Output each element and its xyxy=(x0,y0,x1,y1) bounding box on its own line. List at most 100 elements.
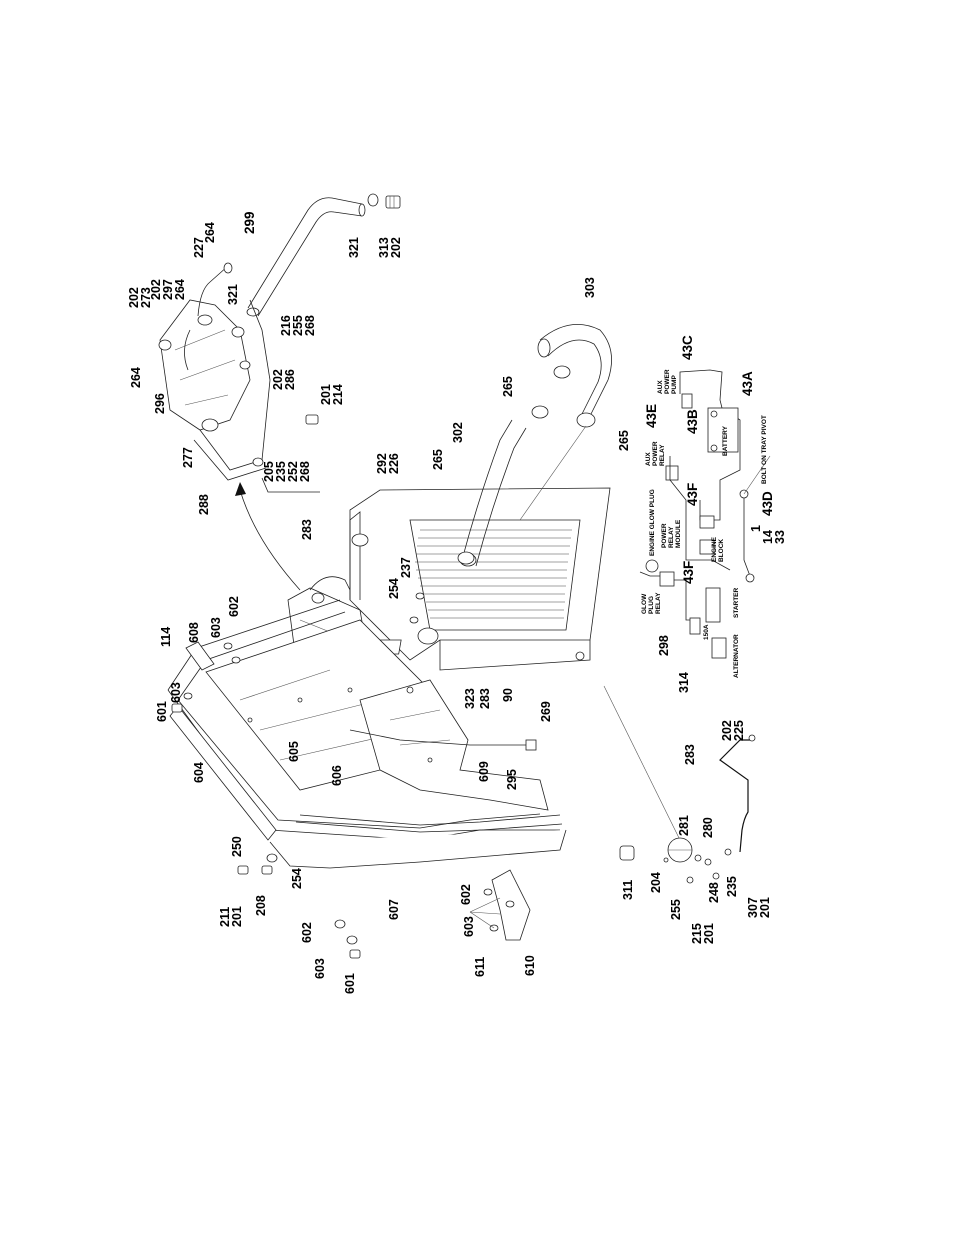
callout-43F: 43F xyxy=(681,561,696,584)
callout-602: 602 xyxy=(459,884,473,905)
label-starter: STARTER xyxy=(733,587,740,618)
callout-602: 602 xyxy=(227,596,241,617)
callout-280: 280 xyxy=(701,817,715,838)
callout-265: 265 xyxy=(617,430,631,451)
label-aux: AUX xyxy=(657,380,664,394)
label-relay: RELAY xyxy=(668,526,675,548)
callout-264: 264 xyxy=(173,279,187,300)
label-power: POWER xyxy=(664,369,671,394)
callout-208: 208 xyxy=(254,895,268,916)
callout-202: 202 xyxy=(149,279,163,300)
bracket-608 xyxy=(185,641,215,671)
callout-264: 264 xyxy=(129,367,143,388)
callout-296: 296 xyxy=(153,393,167,414)
leader-303-radiator xyxy=(519,425,587,521)
callout-314: 314 xyxy=(677,672,691,693)
callout-288: 288 xyxy=(197,494,211,515)
callout-281: 281 xyxy=(677,815,691,836)
callout-43C: 43C xyxy=(680,335,695,360)
callout-601: 601 xyxy=(155,701,169,722)
callout-603: 603 xyxy=(169,682,183,703)
callout-321: 321 xyxy=(226,284,240,305)
callout-33: 33 xyxy=(773,530,787,544)
callout-235: 235 xyxy=(274,461,288,482)
callout-307: 307 xyxy=(746,897,760,918)
callout-216: 216 xyxy=(279,315,293,336)
callout-286: 286 xyxy=(283,369,297,390)
callout-283: 283 xyxy=(478,688,492,709)
callout-43F: 43F xyxy=(685,483,700,506)
label-relay: RELAY xyxy=(655,592,662,614)
callout-201: 201 xyxy=(758,897,772,918)
wire-283 xyxy=(719,734,756,853)
callout-602: 602 xyxy=(300,922,314,943)
callout-611: 611 xyxy=(473,957,487,977)
hose-299 xyxy=(246,197,366,317)
tank-bracket-277 xyxy=(193,299,271,481)
hose-303 xyxy=(537,324,612,421)
callout-605: 605 xyxy=(287,741,301,762)
label-engine-glow-plug: ENGINE GLOW PLUG xyxy=(649,489,656,556)
shroud-604 xyxy=(169,705,277,841)
callout-604: 604 xyxy=(192,762,206,783)
label-module: MODULE xyxy=(675,519,682,548)
callout-603: 603 xyxy=(313,958,327,979)
callout-603: 603 xyxy=(462,916,476,937)
callout-269: 269 xyxy=(539,701,553,722)
callout-14: 14 xyxy=(761,530,775,544)
callout-321: 321 xyxy=(347,237,361,258)
sender-group-281 xyxy=(603,685,732,884)
callout-283: 283 xyxy=(300,519,314,540)
hose-283-mid xyxy=(349,729,537,751)
label-150a: 150A xyxy=(703,624,710,640)
callout-114: 114 xyxy=(159,627,173,647)
callout-204: 204 xyxy=(649,872,663,893)
callout-273: 273 xyxy=(139,287,153,308)
callout-211: 211 xyxy=(218,907,232,927)
callout-277: 277 xyxy=(181,447,195,468)
clamp-321-top xyxy=(367,193,379,207)
label-alternator: ALTERNATOR xyxy=(733,634,740,678)
assembly-arrow xyxy=(235,482,301,591)
bracket-610 xyxy=(469,869,531,941)
callout-205: 205 xyxy=(262,461,276,482)
label-power: POWER xyxy=(652,441,659,466)
hardware-frame-left xyxy=(171,592,425,959)
clamps-265 xyxy=(457,365,596,565)
callout-225: 225 xyxy=(732,720,746,741)
seal-607 xyxy=(269,829,567,869)
label-plug: PLUG xyxy=(648,596,655,614)
callout-610: 610 xyxy=(523,955,537,976)
callout-265: 265 xyxy=(501,376,515,397)
callout-254: 254 xyxy=(387,578,401,599)
callout-283: 283 xyxy=(683,744,697,765)
callout-226: 226 xyxy=(387,453,401,474)
callout-202: 202 xyxy=(271,369,285,390)
overflow-tube-227 xyxy=(184,265,229,371)
clamp-264-top xyxy=(223,262,233,274)
callout-603: 603 xyxy=(209,617,223,638)
seal-609 xyxy=(295,814,563,833)
callouts: 299 321 313 202 264 227 202 297 264 202 … xyxy=(127,211,787,994)
callout-215: 215 xyxy=(690,923,704,944)
label-pump: PUMP xyxy=(671,375,678,394)
callout-297: 297 xyxy=(161,279,175,300)
callout-295: 295 xyxy=(505,769,519,790)
callout-303: 303 xyxy=(583,277,597,298)
callout-608: 608 xyxy=(187,622,201,643)
callout-1: 1 xyxy=(749,525,763,532)
label-bolt-on-tray-pivot: BOLT ON TRAY PIVOT xyxy=(761,415,768,484)
callout-265: 265 xyxy=(431,449,445,470)
callout-227: 227 xyxy=(192,237,206,258)
label-block: BLOCK xyxy=(718,539,725,562)
label-battery: BATTERY xyxy=(722,425,729,456)
label-glow: GLOW xyxy=(641,593,648,614)
label-relay: RELAY xyxy=(659,444,666,466)
callout-254: 254 xyxy=(290,868,304,889)
callout-214: 214 xyxy=(331,384,345,405)
callout-250: 250 xyxy=(230,836,244,857)
callout-201: 201 xyxy=(319,384,333,405)
hose-283-upper xyxy=(261,477,320,493)
